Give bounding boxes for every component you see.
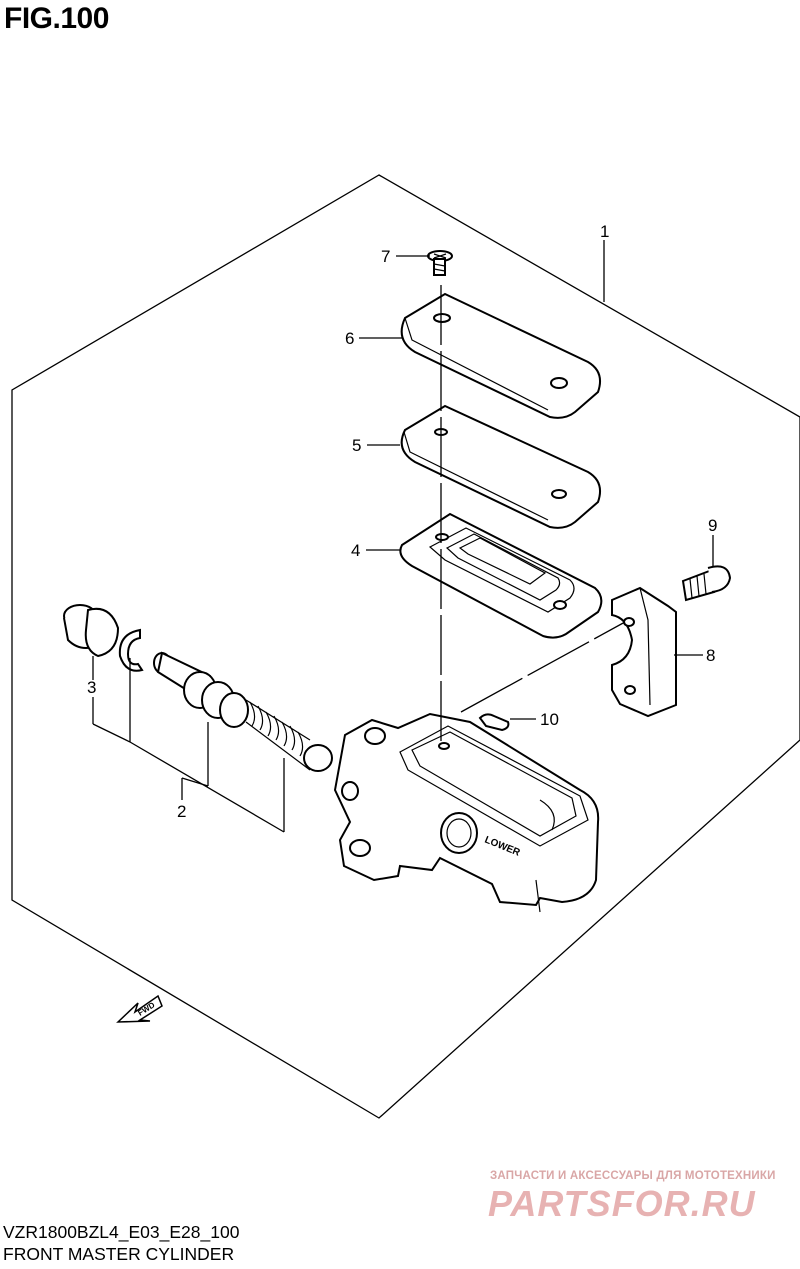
callout-8: 8 xyxy=(706,646,715,665)
master-cylinder-body[interactable] xyxy=(333,712,600,913)
fwd-arrow: FWD xyxy=(116,994,163,1023)
part-2-piston[interactable] xyxy=(153,651,249,728)
callout-4: 4 xyxy=(351,541,360,560)
callout-10: 10 xyxy=(540,710,559,729)
figure-name: FRONT MASTER CYLINDER xyxy=(3,1244,235,1264)
part-8-clamp[interactable] xyxy=(611,586,677,718)
part-4-diaphragm[interactable] xyxy=(399,512,603,639)
leader-lines xyxy=(92,240,714,833)
assembly-lines xyxy=(440,285,626,746)
callout-3: 3 xyxy=(87,678,96,697)
part-10-washer[interactable] xyxy=(478,713,510,732)
watermark-tagline: ЗАПЧАСТИ И АКСЕССУАРЫ ДЛЯ МОТОТЕХНИКИ xyxy=(490,1170,776,1182)
part-3-circlip[interactable] xyxy=(118,628,144,672)
callout-5: 5 xyxy=(352,436,361,455)
figure-code: VZR1800BZL4_E03_E28_100 xyxy=(3,1222,240,1242)
part-5-plate[interactable] xyxy=(400,404,601,529)
figure-title: FIG.100 xyxy=(4,2,109,35)
watermark-brand: PARTSFOR.RU xyxy=(488,1183,756,1224)
assembly-boundary xyxy=(11,174,800,1119)
part-9-bolt[interactable] xyxy=(681,565,732,602)
callout-7: 7 xyxy=(381,247,390,266)
callout-1: 1 xyxy=(600,222,609,241)
part-6-reservoir-cap[interactable] xyxy=(400,292,601,419)
callout-6: 6 xyxy=(345,329,354,348)
callout-9: 9 xyxy=(708,516,717,535)
part-2-spring[interactable] xyxy=(245,699,333,772)
part-3-boot[interactable] xyxy=(63,604,120,658)
part-7-screw[interactable] xyxy=(427,250,453,276)
callout-2: 2 xyxy=(177,802,186,821)
